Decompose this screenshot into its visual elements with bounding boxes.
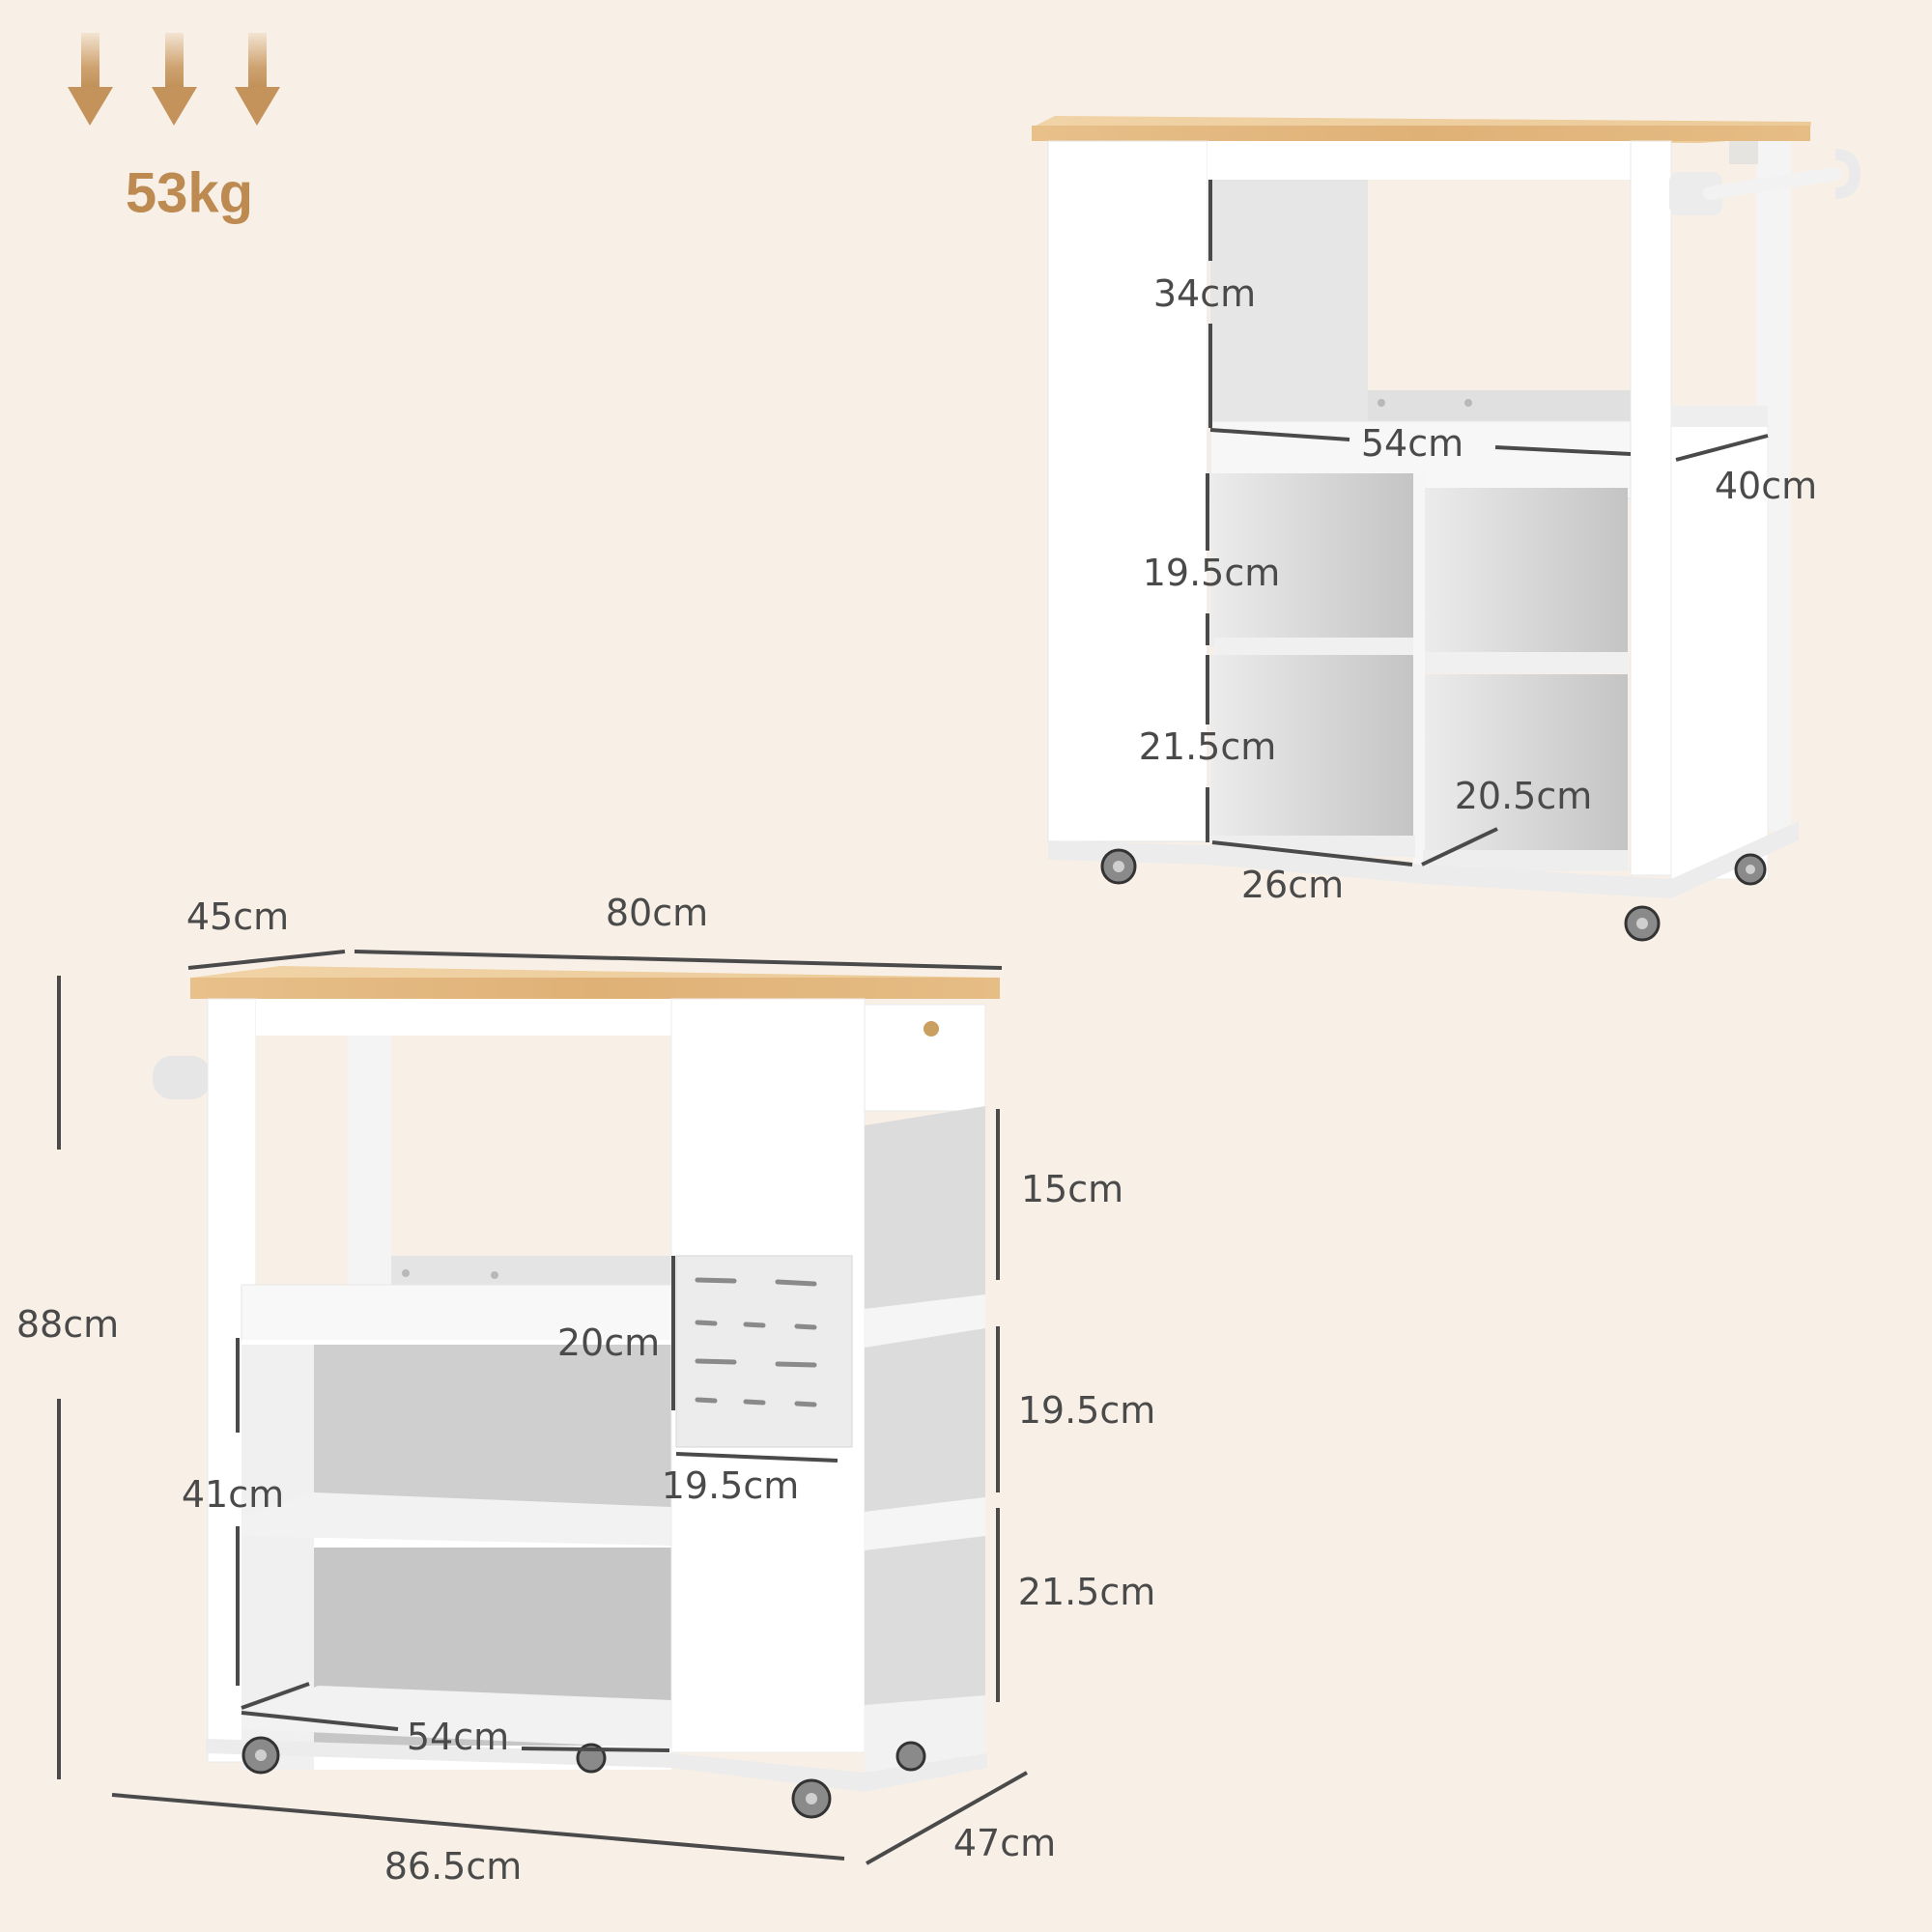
- dim-side-shelf-1: 15cm: [1020, 1168, 1124, 1210]
- weight-arrows: [68, 33, 280, 126]
- rear-dimension-lines: [1206, 180, 1769, 867]
- caster-wheel-icon: [895, 1741, 926, 1772]
- dim-cube-width: 26cm: [1240, 864, 1345, 906]
- dim-upper-width: 54cm: [1360, 422, 1464, 465]
- cube-storage: [1210, 473, 1628, 871]
- dim-top-depth: 45cm: [185, 895, 290, 938]
- caster-wheel-icon: [1624, 905, 1661, 942]
- front-view-cart: [57, 950, 1028, 1865]
- dim-main-shelf-height: 41cm: [181, 1473, 285, 1516]
- down-arrow-icon: [152, 33, 197, 126]
- caster-wheel-icon: [791, 1778, 832, 1819]
- dim-cube-depth: 20.5cm: [1454, 775, 1593, 817]
- dim-cube-upper-height: 19.5cm: [1142, 552, 1281, 594]
- dim-side-depth: 40cm: [1714, 465, 1818, 507]
- down-arrow-icon: [68, 33, 113, 126]
- dim-knife-block-width: 19.5cm: [661, 1464, 800, 1507]
- knife-block: [675, 1255, 853, 1448]
- caster-wheel-icon: [1734, 853, 1767, 886]
- dim-knife-block-height: 20cm: [556, 1321, 661, 1364]
- dim-side-shelf-2: 19.5cm: [1017, 1389, 1156, 1432]
- dim-upper-height: 34cm: [1152, 272, 1257, 315]
- front-dimension-lines: [57, 950, 1028, 1865]
- weight-capacity-label: 53kg: [125, 161, 254, 225]
- dim-base-depth: 47cm: [952, 1822, 1057, 1864]
- dim-total-height: 88cm: [15, 1303, 120, 1346]
- dim-top-width: 80cm: [605, 892, 709, 934]
- caster-wheel-icon: [1100, 848, 1137, 885]
- dim-cube-lower-height: 21.5cm: [1138, 725, 1277, 768]
- down-arrow-icon: [235, 33, 280, 126]
- dim-side-shelf-3: 21.5cm: [1017, 1571, 1156, 1613]
- dim-bottom-shelf-width: 54cm: [406, 1716, 510, 1758]
- caster-wheel-icon: [242, 1736, 280, 1775]
- dim-base-width: 86.5cm: [384, 1845, 523, 1888]
- rear-view-cart: [1032, 116, 1861, 942]
